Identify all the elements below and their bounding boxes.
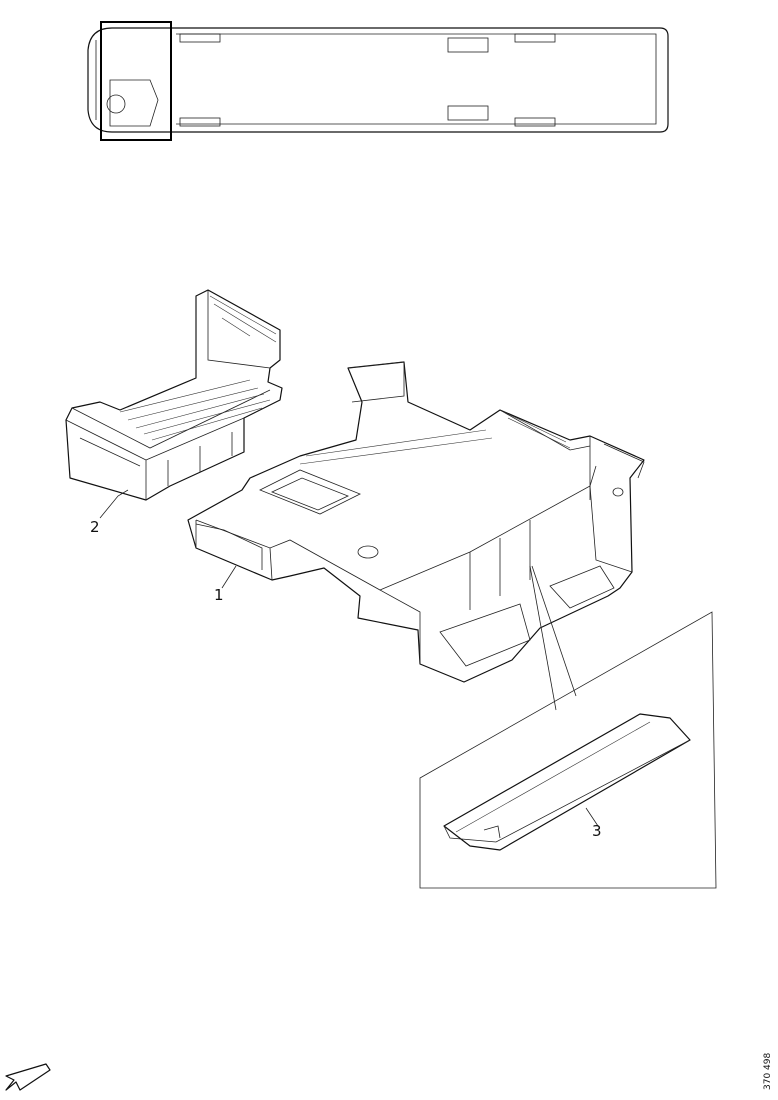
callout-part-3: 3 (592, 822, 602, 840)
part-1-underframe-section (187, 361, 645, 683)
part-3-floor-panel (419, 565, 717, 889)
highlight-box (100, 21, 172, 141)
figure-reference-number: 370 498 (763, 1053, 773, 1090)
front-direction-arrow-icon (5, 1063, 51, 1091)
part-2-front-floor-section (65, 289, 283, 501)
callout-part-1: 1 (214, 586, 224, 604)
callout-part-2: 2 (90, 518, 100, 536)
leader-line-1 (221, 565, 237, 589)
detail-box (419, 611, 717, 889)
leader-line-3 (585, 807, 599, 827)
bus-overview-thumbnail (87, 21, 669, 141)
leader-line-2 (99, 489, 129, 519)
